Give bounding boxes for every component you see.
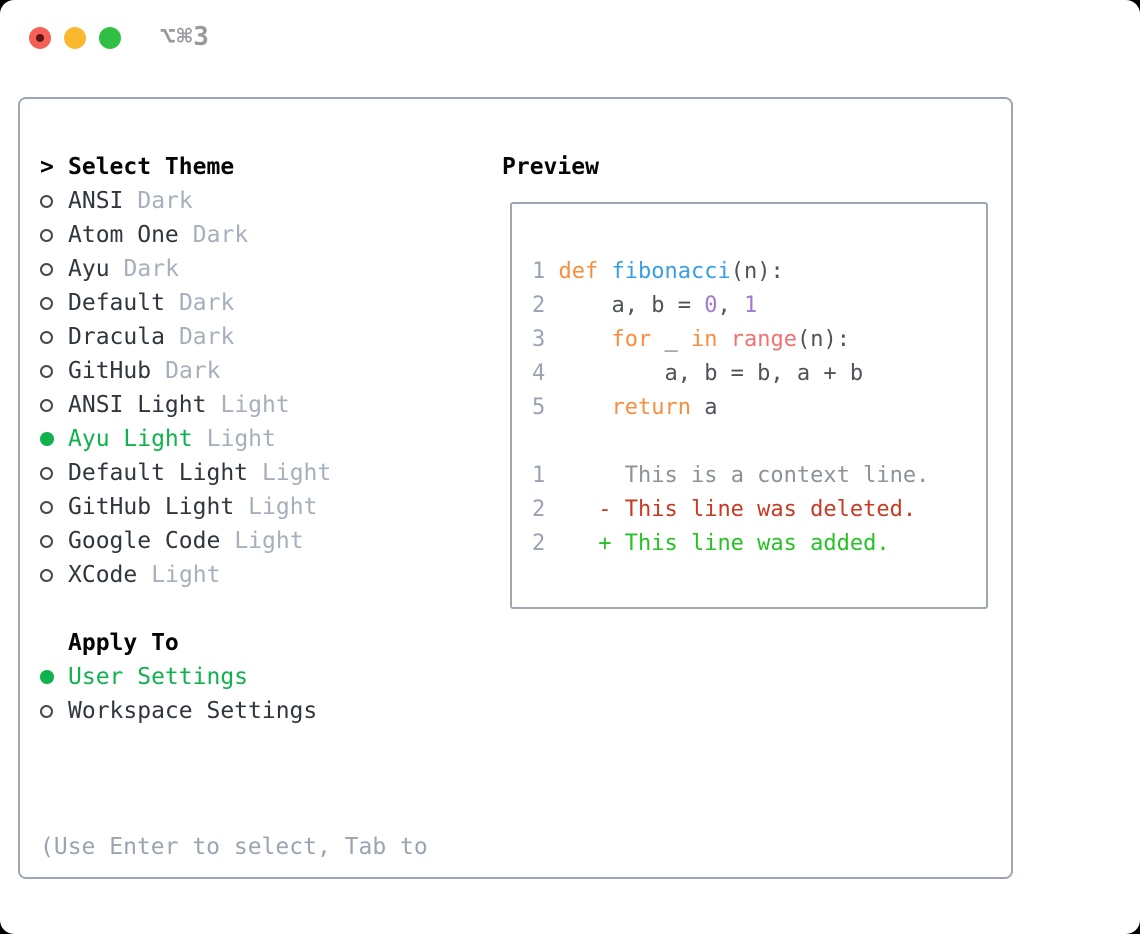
zoom-button-icon[interactable] [99,27,121,49]
option-label: Google Code [68,528,221,554]
preview-pane: 1 def fibonacci(n): 2 a, b = 0, 1 3 for _ … [510,202,988,609]
close-button-icon[interactable] [29,27,51,49]
code-line: 2 - This line was deleted. [532,496,917,522]
theme-variant-label: Dark [178,324,235,350]
code-line [532,424,986,458]
code-line: 1 This is a context line. [532,462,930,488]
prompt-icon: > [40,154,54,180]
radio-unselected-icon [40,194,53,208]
theme-option-ayu[interactable]: Ayu Dark [40,252,428,286]
option-label: Ayu [68,256,110,282]
theme-option-ansi-light[interactable]: ANSI Light Light [40,388,428,422]
option-label: User Settings [68,664,249,690]
theme-option-ansi[interactable]: ANSI Dark [40,184,428,218]
code-line: 2 + This line was added. [532,530,890,556]
minimize-button-icon[interactable] [64,27,86,49]
radio-selected-icon [40,432,54,446]
option-label: ANSI Light [68,392,207,418]
option-label: Dracula [68,324,165,350]
theme-option-github-light[interactable]: GitHub Light Light [40,490,428,524]
code-line: 1 def fibonacci(n): [532,258,784,284]
preview-title: Preview [502,154,599,180]
radio-selected-icon [40,670,54,684]
theme-variant-label: Light [220,392,290,418]
theme-variant-label: Dark [137,188,193,214]
theme-option-ayu-light[interactable]: Ayu Light Light [40,422,428,456]
radio-unselected-icon [40,296,53,310]
option-label: GitHub Light [68,494,235,520]
option-label: Default [68,290,165,316]
apply-option-workspace-settings[interactable]: Workspace Settings [40,694,428,728]
radio-unselected-icon [40,398,53,412]
radio-unselected-icon [40,262,53,276]
window-title: ⌥⌘3 [160,22,210,52]
theme-variant-label: Dark [192,222,249,248]
spacer [40,592,428,626]
theme-option-google-code[interactable]: Google Code Light [40,524,428,558]
help-line-1: (Use Enter to select, Tab to [40,834,428,860]
theme-variant-label: Light [234,528,304,554]
theme-option-xcode[interactable]: XCode Light [40,558,428,592]
theme-variant-label: Dark [165,358,221,384]
radio-unselected-icon [40,534,53,548]
radio-unselected-icon [40,330,53,344]
theme-option-default-light[interactable]: Default Light Light [40,456,428,490]
help-text: (Use Enter to select, Tab to change focu… [40,762,428,934]
theme-variant-label: Light [262,460,332,486]
select-theme-title: Select Theme [68,154,235,180]
radio-unselected-icon [40,704,53,718]
code-line: 3 for _ in range(n): [532,326,850,352]
option-label: Workspace Settings [68,698,318,724]
theme-option-default[interactable]: Default Dark [40,286,428,320]
theme-variant-label: Dark [178,290,235,316]
option-label: Ayu Light [68,426,193,452]
code-preview: 1 def fibonacci(n): 2 a, b = 0, 1 3 for _ … [532,254,986,560]
apply-to-header: Apply To [40,626,428,660]
title-bar: ⌥⌘3 [0,0,1140,76]
code-line: 5 return a [532,394,718,420]
spacer [40,728,428,762]
apply-option-user-settings[interactable]: User Settings [40,660,428,694]
option-label: GitHub [68,358,152,384]
radio-unselected-icon [40,228,53,242]
apply-to-title: Apply To [68,630,179,656]
code-line: 2 a, b = 0, 1 [532,292,758,318]
theme-variant-label: Light [206,426,276,452]
radio-unselected-icon [40,500,53,514]
theme-option-github[interactable]: GitHub Dark [40,354,428,388]
select-theme-header: > Select Theme [40,150,428,184]
radio-unselected-icon [40,364,53,378]
theme-variant-label: Light [248,494,318,520]
option-label: ANSI [68,188,124,214]
option-label: XCode [68,562,138,588]
code-line: 4 a, b = b, a + b [532,360,864,386]
radio-unselected-icon [40,466,53,480]
radio-unselected-icon [40,568,53,582]
theme-option-dracula[interactable]: Dracula Dark [40,320,428,354]
theme-variant-label: Light [151,562,221,588]
option-label: Atom One [68,222,179,248]
theme-variant-label: Dark [123,256,179,282]
theme-option-atom-one[interactable]: Atom One Dark [40,218,428,252]
option-label: Default Light [68,460,249,486]
